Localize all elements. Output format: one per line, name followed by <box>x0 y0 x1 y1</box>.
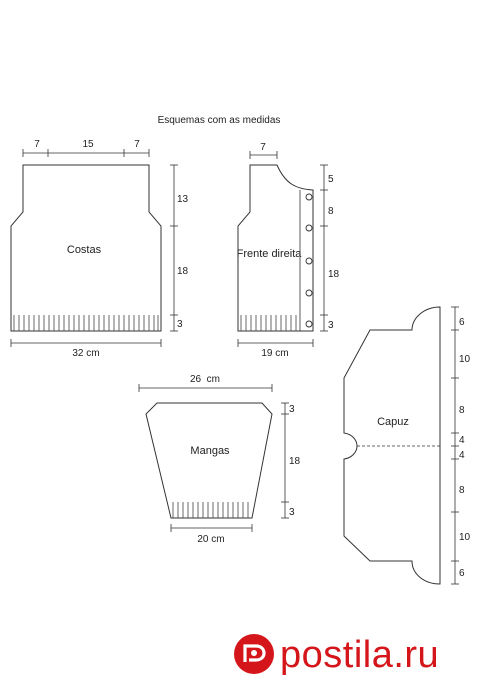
mangas-dim-top: 26 cm <box>190 374 220 385</box>
frente-outline <box>237 164 314 332</box>
capuz-dim-1: 6 <box>459 317 465 328</box>
frente-dim-armhole: 8 <box>328 206 334 217</box>
mangas-dim-cap: 3 <box>289 404 295 415</box>
capuz-dim-3: 8 <box>459 405 465 416</box>
mangas-outline <box>145 402 273 519</box>
mangas-dim-length: 18 <box>289 456 301 467</box>
frente-piece: 7 Frente direita 5 8 18 3 <box>237 142 340 359</box>
costas-dim-rib: 3 <box>177 319 183 330</box>
button-icon <box>305 289 313 297</box>
button-icon <box>305 193 313 201</box>
capuz-dim-2: 10 <box>459 354 471 365</box>
mangas-label: Mangas <box>190 445 230 457</box>
costas-ribbing <box>13 315 159 331</box>
frente-buttons <box>305 193 313 328</box>
frente-dim-neck: 5 <box>328 174 334 185</box>
costas-dim-armhole: 13 <box>177 194 189 205</box>
frente-ribbing <box>240 315 297 331</box>
costas-dim-shoulder-left: 7 <box>34 139 40 150</box>
capuz-outline <box>343 306 441 585</box>
costas-outline <box>10 164 162 332</box>
button-icon <box>305 224 313 232</box>
capuz-dim-5: 4 <box>459 450 465 461</box>
button-icon <box>305 320 313 328</box>
mangas-piece: 26 cm Mangas 3 18 3 20 cm <box>138 374 301 545</box>
capuz-dim-8: 6 <box>459 568 465 579</box>
costas-label: Costas <box>67 244 102 256</box>
frente-dim-shoulder: 7 <box>260 142 266 153</box>
watermark: postila.ru <box>232 628 482 684</box>
frente-dim-body: 18 <box>328 269 340 280</box>
frente-dim-width: 19 cm <box>261 348 288 359</box>
costas-dim-neck: 15 <box>82 139 94 150</box>
watermark-text: postila.ru <box>280 634 440 676</box>
capuz-dim-7: 10 <box>459 532 471 543</box>
button-icon <box>305 257 313 265</box>
costas-dim-shoulder-right: 7 <box>134 139 140 150</box>
mangas-dim-width: 20 cm <box>197 534 224 545</box>
capuz-piece: Capuz 6 10 8 4 4 8 10 6 <box>343 306 471 585</box>
capuz-dim-6: 8 <box>459 485 465 496</box>
capuz-label: Capuz <box>377 416 409 428</box>
mangas-ribbing <box>172 502 249 518</box>
frente-dim-rib: 3 <box>328 320 334 331</box>
page-title: Esquemas com as medidas <box>158 115 281 126</box>
mangas-dim-rib: 3 <box>289 507 295 518</box>
costas-dim-width: 32 cm <box>72 348 99 359</box>
frente-label: Frente direita <box>237 248 303 260</box>
capuz-dim-4: 4 <box>459 435 465 446</box>
costas-piece: 7 15 7 Costas 13 1 <box>10 139 189 359</box>
postila-logo-icon <box>234 634 274 674</box>
costas-dim-body: 18 <box>177 266 189 277</box>
